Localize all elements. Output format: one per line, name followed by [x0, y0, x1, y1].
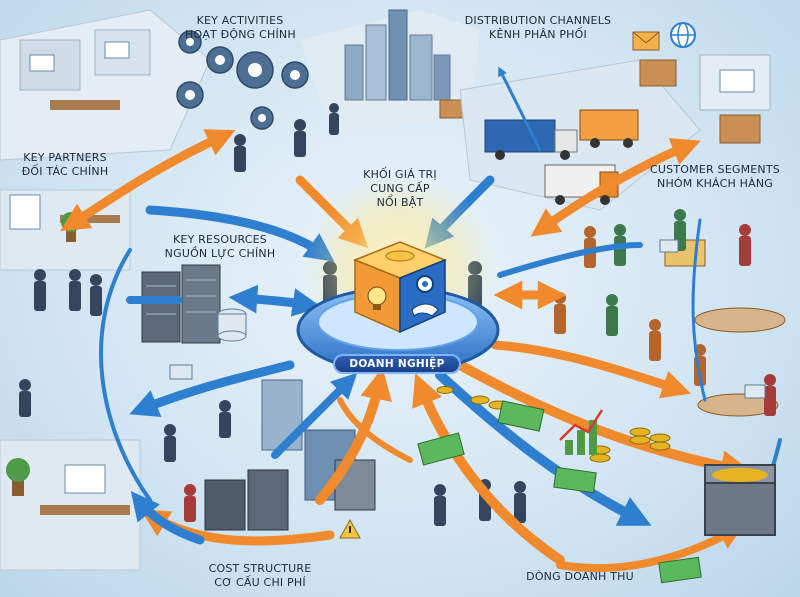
- key-activities-label: KEY ACTIVITIES HOẠT ĐỘNG CHÍNH: [185, 14, 296, 42]
- city-skyline-icon: [300, 9, 480, 130]
- key-resources-label: KEY RESOURCES NGUỒN LỰC CHÍNH: [160, 233, 280, 261]
- key-partners-vi: ĐỐI TÁC CHÍNH: [21, 165, 109, 178]
- core-business-badge: DOANH NGHIỆP: [333, 354, 461, 374]
- value-proposition-line2: CUNG CẤP: [370, 182, 430, 195]
- distribution-channels-vi: KÊNH PHÂN PHỐI: [489, 28, 587, 41]
- cost-structure-vi: CƠ CẤU CHI PHÍ: [214, 576, 306, 589]
- key-partners-label: KEY PARTNERS ĐỐI TÁC CHÍNH: [10, 151, 120, 179]
- distribution-channels-en: DISTRIBUTION CHANNELS: [464, 14, 612, 27]
- customer-cafe-panel: [664, 239, 786, 417]
- gear-icon: [416, 275, 434, 293]
- customer-segments-vi: NHÓM KHÁCH HÀNG: [657, 177, 773, 190]
- office-partners-panel: [0, 9, 211, 161]
- coin-stack-icon: [436, 386, 671, 463]
- value-proposition-line1: KHỐI GIÁ TRỊ: [363, 168, 437, 181]
- lightbulb-icon: [367, 286, 387, 310]
- globe-icon: [670, 22, 696, 48]
- left-office-panel: [0, 439, 141, 571]
- handshake-icon: [411, 303, 439, 317]
- mail-icon: [632, 31, 660, 51]
- value-proposition-label: KHỐI GIÁ TRỊ CUNG CẤP NỔI BẬT: [345, 168, 455, 210]
- plant-icon: [6, 458, 30, 496]
- revenue-streams-label: DÒNG DOANH THU: [520, 570, 640, 584]
- cost-structure-en: COST STRUCTURE: [208, 562, 312, 575]
- key-partners-en: KEY PARTNERS: [23, 151, 107, 164]
- customer-segments-en: CUSTOMER SEGMENTS: [650, 163, 780, 176]
- key-activities-en: KEY ACTIVITIES: [196, 14, 284, 27]
- banknote-icon: [417, 400, 702, 584]
- treasure-chest-icon: [704, 464, 776, 536]
- key-activities-vi: HOẠT ĐỘNG CHÍNH: [185, 28, 296, 41]
- distribution-channels-label: DISTRIBUTION CHANNELS KÊNH PHÂN PHỐI: [458, 14, 618, 42]
- revenue-streams-vi: DÒNG DOANH THU: [526, 570, 634, 583]
- value-proposition-line3: NỔI BẬT: [376, 196, 424, 209]
- key-resources-vi: NGUỒN LỰC CHÍNH: [164, 247, 276, 260]
- warning-icon: [339, 518, 361, 539]
- customer-segments-label: CUSTOMER SEGMENTS NHÓM KHÁCH HÀNG: [640, 163, 790, 191]
- laptop-icon: [169, 239, 766, 399]
- cost-structure-label: COST STRUCTURE CƠ CẤU CHI PHÍ: [200, 562, 320, 590]
- server-rack-icon: [141, 264, 221, 344]
- growth-chart-icon: [559, 409, 604, 455]
- database-icon: [217, 308, 247, 342]
- key-resources-en: KEY RESOURCES: [173, 233, 267, 246]
